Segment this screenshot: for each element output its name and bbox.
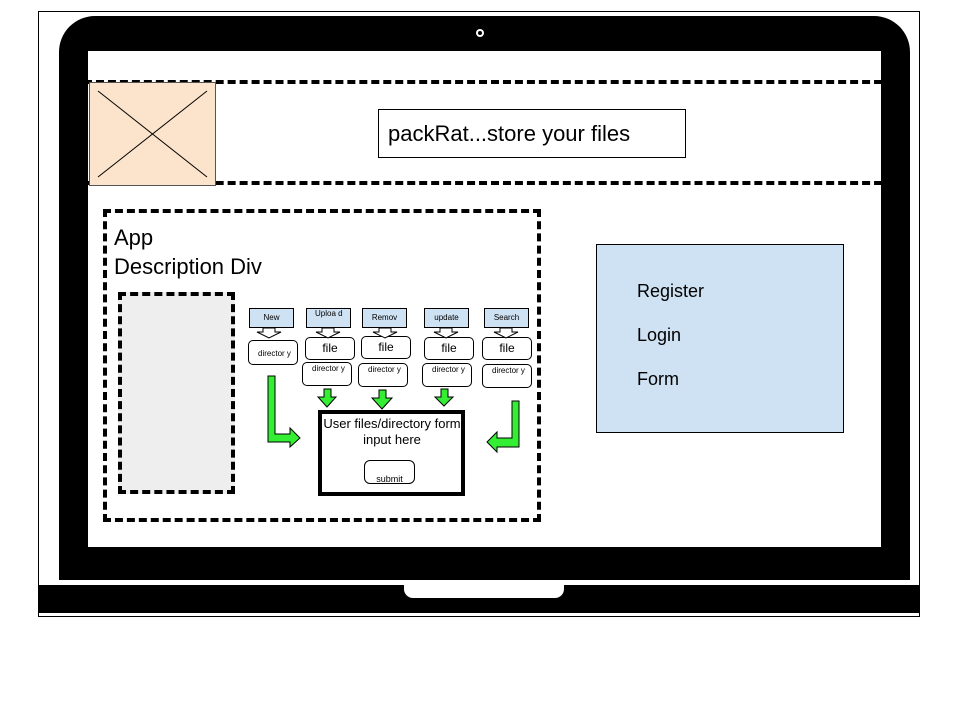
form-description: User files/directory form input here [323, 416, 461, 447]
laptop-notch [404, 585, 564, 598]
image-placeholder [118, 292, 235, 494]
remove-directory-option[interactable]: director y [358, 363, 408, 387]
description-line-1: App [114, 225, 154, 250]
submit-button[interactable]: submit [364, 460, 415, 484]
update-button[interactable]: update [424, 308, 469, 328]
app-title: packRat...store your files [388, 121, 631, 146]
logo-placeholder-icon [89, 82, 216, 186]
app-description-container [103, 209, 541, 522]
auth-panel [596, 244, 844, 433]
update-file-option[interactable]: file [424, 337, 474, 360]
header-container [84, 80, 906, 185]
canvas-frame [38, 11, 920, 617]
remove-file-option[interactable]: file [361, 336, 411, 359]
new-button[interactable]: New [249, 308, 294, 328]
webcam-lens [478, 31, 482, 35]
upload-button[interactable]: Uploa d [306, 308, 351, 328]
form-label[interactable]: Form [637, 369, 679, 389]
app-title-box [378, 109, 686, 158]
update-directory-option[interactable]: director y [422, 363, 472, 387]
login-label[interactable]: Login [637, 325, 682, 345]
description-line-2: Description Div [114, 254, 262, 279]
new-directory-option[interactable]: director y [248, 340, 298, 365]
upload-directory-option[interactable]: director y [302, 362, 352, 386]
search-file-option[interactable]: file [482, 337, 532, 360]
search-directory-option[interactable]: director y [482, 364, 532, 388]
upload-file-option[interactable]: file [305, 337, 355, 360]
search-button[interactable]: Search [484, 308, 529, 328]
register-label[interactable]: Register [637, 281, 705, 301]
remove-button[interactable]: Remov [362, 308, 407, 328]
